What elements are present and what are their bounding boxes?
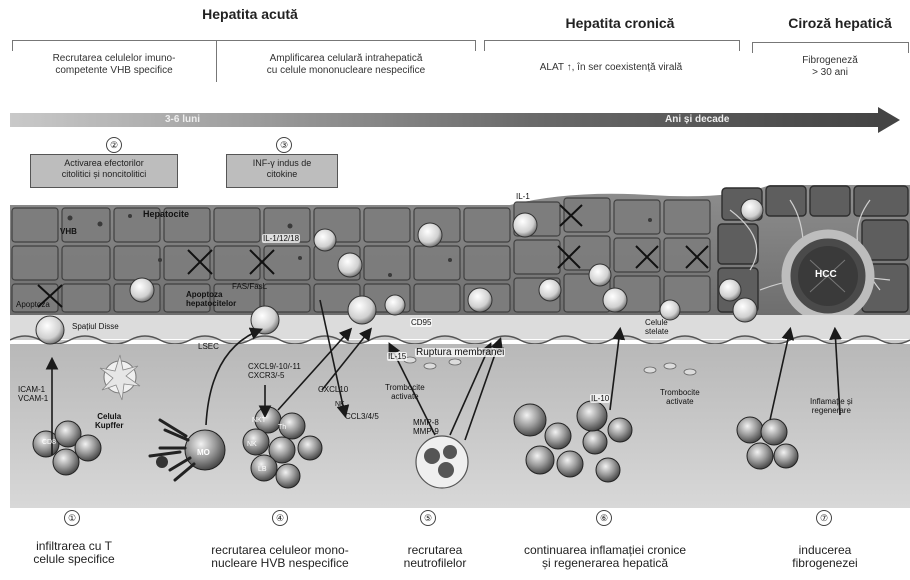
- label-lsec: LSEC: [198, 342, 219, 351]
- bracket-divider: [216, 40, 217, 82]
- timeline-arrowhead: [878, 107, 900, 133]
- label-cxcl10: CXCL10: [318, 385, 348, 394]
- label-cd95: CD95: [410, 318, 432, 327]
- step-1-text: infiltrarea cu T celule specifice: [0, 540, 148, 566]
- label-fas: FAS/FasL: [232, 282, 267, 291]
- label-nk-2: NK: [247, 440, 257, 449]
- label-mo: MO: [197, 448, 210, 457]
- label-hcc: HCC: [815, 270, 837, 279]
- label-il10: IL-10: [590, 394, 610, 403]
- label-celule-stelate: Celule stelate: [645, 318, 669, 336]
- label-il-12-18: IL-1/12/18: [262, 234, 300, 243]
- label-th: Th: [278, 423, 286, 432]
- desc-fibrogeneza: Fibrogeneză > 30 ani: [754, 55, 906, 79]
- label-mmp: MMP-8 MMP-9: [413, 418, 439, 436]
- liver-illustration: [10, 180, 910, 508]
- phase-chronic-title: Hepatita cronică: [520, 15, 720, 31]
- label-lb: LB: [258, 465, 267, 474]
- neutrophil: [416, 436, 468, 488]
- step-4-text: recrutarea celuleor mono- nucleare HVB n…: [170, 544, 390, 570]
- label-disse: Spațiul Disse: [72, 322, 119, 331]
- step-1-number: ①: [64, 510, 80, 526]
- label-hepatocite: Hepatocite: [143, 210, 189, 219]
- label-nk: NK: [335, 400, 345, 409]
- bracket-cirrhosis: [752, 42, 909, 53]
- label-icam-vcam: ICAM-1 VCAM-1: [18, 385, 48, 403]
- label-ruptura: Ruptura membranei: [415, 348, 505, 357]
- step-7-text: inducerea fibrogenezei: [760, 544, 890, 570]
- desc-recruit: Recrutarea celulelor imuno- competente V…: [14, 53, 214, 77]
- label-trombocite-2: Trombocite activate: [660, 388, 700, 406]
- step-3-number: ③: [276, 137, 292, 153]
- desc-amplify: Amplificarea celulară intrahepatică cu c…: [218, 53, 474, 77]
- step-2-number: ②: [106, 137, 122, 153]
- phase-acute-title: Hepatita acută: [150, 6, 350, 22]
- step-5-number: ⑤: [420, 510, 436, 526]
- step-6-number: ⑥: [596, 510, 612, 526]
- step-4-number: ④: [272, 510, 288, 526]
- step-5-text: recrutarea neutrofilelor: [385, 544, 485, 570]
- label-il1: IL-1: [515, 192, 531, 201]
- bracket-acute: [12, 40, 476, 51]
- label-cxcl9: CXCL9/-10/-11 CXCR3/-5: [248, 362, 301, 380]
- label-apoptoza: Apoptoza: [16, 300, 50, 309]
- label-apoptoza-hepatocitelor: Apoptoza hepatocitelor: [186, 290, 236, 308]
- step-7-number: ⑦: [816, 510, 832, 526]
- label-cd8: CD8: [42, 438, 56, 447]
- desc-alat: ALAT ↑, în ser coexistență virală: [486, 62, 736, 74]
- label-kupffer: Celula Kupffer: [95, 412, 123, 430]
- step-6-text: continuarea inflamației cronice și regen…: [486, 544, 724, 570]
- label-vhb: VHB: [60, 227, 77, 236]
- label-il15: IL-15: [387, 352, 407, 361]
- timeline-label-years: Ani și decade: [665, 114, 729, 125]
- phase-cirrhosis-title: Ciroză hepatică: [770, 15, 910, 31]
- timeline-label-months: 3-6 luni: [165, 114, 200, 125]
- label-inflamatie: Inflamație și regenerare: [810, 397, 853, 415]
- label-nkt: NKT: [252, 416, 266, 425]
- timeline-bar: [10, 113, 880, 127]
- label-ccl: CCL3/4/5: [345, 412, 379, 421]
- bracket-chronic: [484, 40, 740, 51]
- label-trombocite-1: Trombocite activate: [385, 383, 425, 401]
